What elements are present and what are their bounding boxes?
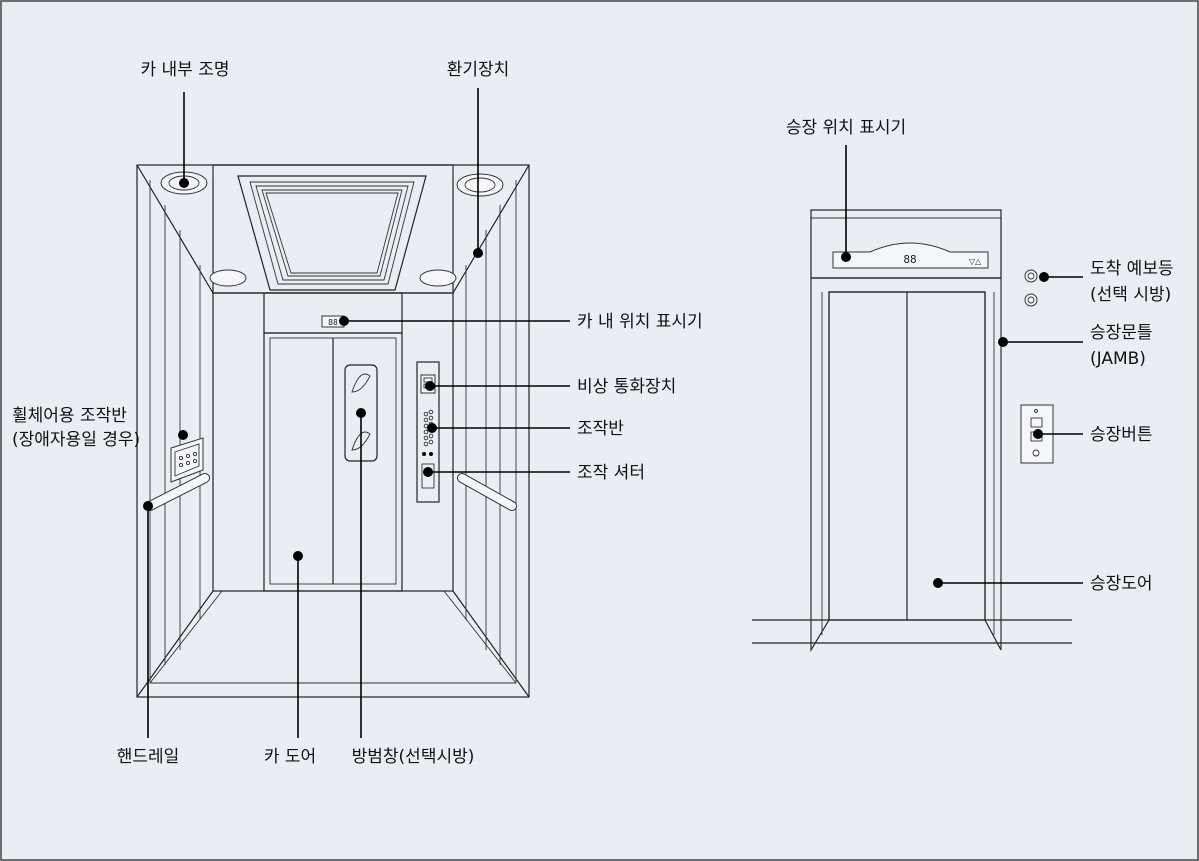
ceiling-light-right xyxy=(456,173,504,197)
operating-shutter xyxy=(421,463,435,489)
label-hall-position-indicator: 승장 위치 표시기 xyxy=(786,118,906,138)
hall-indicator-digits: 88 xyxy=(903,253,916,266)
handrail-right xyxy=(457,473,517,511)
hall-drawing: 88 ▽△ xyxy=(752,209,1072,653)
handrail-left xyxy=(145,473,210,511)
label-arrival-lantern-2: (선택 시방) xyxy=(1090,285,1171,305)
arrival-lantern-lower xyxy=(1024,293,1038,307)
car-interior-drawing: 88 xyxy=(136,164,530,698)
label-hall-jamb-2: (JAMB) xyxy=(1090,349,1146,369)
callouts xyxy=(143,88,1083,738)
label-arrival-lantern-1: 도착 예보등 xyxy=(1090,259,1174,279)
label-handrail: 핸드레일 xyxy=(117,747,180,767)
label-operating-shutter: 조작 셔터 xyxy=(577,463,645,483)
label-ventilation: 환기장치 xyxy=(447,60,510,80)
label-car-position-indicator: 카 내 위치 표시기 xyxy=(577,312,703,332)
label-operating-panel: 조작반 xyxy=(577,419,624,439)
arrival-lantern-upper xyxy=(1024,269,1038,283)
labels: 카 내부 조명 환기장치 카 내 위치 표시기 비상 통화장치 휠체어용 조작반… xyxy=(12,60,1174,767)
label-wheelchair-panel-2: (장애자용일 경우) xyxy=(12,430,140,450)
label-wheelchair-panel-1: 휠체어용 조작반 xyxy=(12,406,127,426)
label-hall-button: 승장버튼 xyxy=(1090,425,1153,445)
car-indicator-digits: 88 xyxy=(328,318,338,327)
label-security-window: 방범창(선택시방) xyxy=(352,747,475,767)
svg-text:▽△: ▽△ xyxy=(969,257,982,266)
label-car-door: 카 도어 xyxy=(264,747,316,767)
label-hall-jamb-1: 승장문틀 xyxy=(1090,323,1153,343)
label-hall-door: 승장도어 xyxy=(1090,574,1153,594)
hall-position-indicator: 88 ▽△ xyxy=(832,242,989,269)
wheelchair-panel xyxy=(170,437,204,483)
label-emergency-intercom: 비상 통화장치 xyxy=(577,377,676,397)
operating-panel xyxy=(416,361,440,503)
label-car-lighting: 카 내부 조명 xyxy=(140,60,229,80)
